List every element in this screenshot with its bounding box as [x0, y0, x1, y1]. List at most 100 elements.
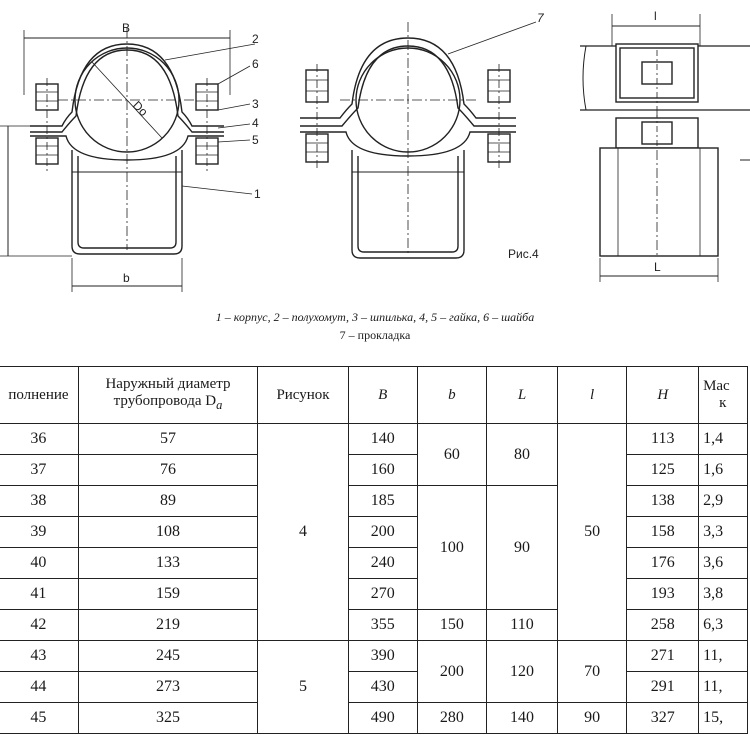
cell-H: 125 [626, 454, 700, 486]
cell-variant: 41 [0, 578, 79, 610]
table-row: 37 76 160 125 1,6 [0, 454, 748, 486]
callout-5: 5 [252, 133, 259, 147]
table-row: 42 219 355 150 110 258 6,3 [0, 609, 748, 641]
cell-figure: 4 [257, 423, 349, 641]
cell-b: 200 [416, 640, 488, 703]
table-row: 41 159 270 193 3,8 [0, 578, 748, 610]
cell-B: 200 [347, 516, 418, 548]
header-variant: полнение [0, 366, 79, 424]
cell-diameter: 133 [77, 547, 259, 579]
legend-caption: 1 – корпус, 2 – полухомут, 3 – шпилька, … [215, 310, 535, 324]
cell-mass: 15, [698, 702, 748, 734]
cell-H: 271 [626, 640, 700, 672]
header-diameter-line2: трубопровода D [113, 393, 217, 409]
cell-mass: 3,8 [698, 578, 748, 610]
cell-H: 158 [626, 516, 700, 548]
cell-diameter: 159 [77, 578, 259, 610]
cell-B: 490 [347, 702, 418, 734]
cell-L: 90 [486, 485, 558, 610]
cell-l: 50 [556, 423, 628, 641]
cell-L: 110 [486, 609, 558, 641]
header-L: L [486, 366, 558, 424]
cell-mass: 11, [698, 640, 748, 672]
dim-B-label: B [122, 21, 130, 35]
cell-diameter: 273 [77, 671, 259, 703]
dim-Do-label: Do [130, 98, 151, 119]
callout-3: 3 [252, 97, 259, 111]
callout-2: 2 [252, 32, 259, 46]
cell-B: 160 [347, 454, 418, 486]
cell-variant: 45 [0, 702, 79, 734]
technical-drawing: B Do [0, 9, 750, 292]
figure-3-side-view: l L [580, 9, 750, 282]
header-figure: Рисунок [257, 366, 349, 424]
cell-diameter: 325 [77, 702, 259, 734]
cell-b: 280 [416, 702, 488, 734]
cell-mass: 2,9 [698, 485, 748, 517]
cell-variant: 37 [0, 454, 79, 486]
cell-mass: 1,6 [698, 454, 748, 486]
header-l: l [556, 366, 628, 424]
cell-mass: 3,6 [698, 547, 748, 579]
cell-B: 430 [347, 671, 418, 703]
table-row: 38 89 185 100 90 138 2,9 [0, 485, 748, 610]
header-mass: Мас к [698, 366, 748, 424]
cell-diameter: 108 [77, 516, 259, 548]
callout-6: 6 [252, 57, 259, 71]
cell-b: 150 [416, 609, 488, 641]
header-mass-line2: к [719, 395, 727, 411]
cell-diameter: 219 [77, 609, 259, 641]
cell-variant: 43 [0, 640, 79, 672]
cell-mass: 11, [698, 671, 748, 703]
cell-B: 270 [347, 578, 418, 610]
cell-diameter: 89 [77, 485, 259, 517]
figure-label: Рис.4 [508, 247, 539, 261]
cell-variant: 42 [0, 609, 79, 641]
cell-variant: 38 [0, 485, 79, 517]
cell-figure: 5 [257, 640, 349, 734]
cell-mass: 1,4 [698, 423, 748, 455]
cell-variant: 44 [0, 671, 79, 703]
cell-H: 113 [626, 423, 700, 455]
cell-B: 355 [347, 609, 418, 641]
header-diameter-sub: a [216, 398, 223, 412]
cell-B: 390 [347, 640, 418, 672]
header-diameter-line1: Наружный диаметр [105, 376, 231, 392]
cell-L: 80 [486, 423, 558, 486]
cell-b: 60 [416, 423, 488, 486]
cell-diameter: 57 [77, 423, 259, 455]
cell-variant: 40 [0, 547, 79, 579]
cell-l: 90 [556, 702, 628, 734]
table-row: 36 57 4 140 60 80 50 113 1,4 [0, 423, 748, 641]
dim-l-label: l [654, 9, 657, 23]
table-row: 45 325 490 280 140 90 327 15, [0, 702, 748, 734]
cell-H: 193 [626, 578, 700, 610]
cell-H: 327 [626, 702, 700, 734]
cell-B: 140 [347, 423, 418, 455]
table-header-row: полнение Наружный диаметр трубопровода D… [0, 366, 748, 424]
figure-1-clamp: B Do [0, 21, 261, 292]
cell-B: 185 [347, 485, 418, 517]
header-diameter: Наружный диаметр трубопровода Da [77, 366, 259, 424]
header-b: b [416, 366, 488, 424]
header-B: B [347, 366, 418, 424]
cell-l: 70 [556, 640, 628, 703]
cell-H: 291 [626, 671, 700, 703]
cell-variant: 39 [0, 516, 79, 548]
legend-caption-2: 7 – прокладка [339, 328, 411, 342]
header-H: H [626, 366, 700, 424]
dim-L-label: L [654, 260, 661, 274]
table-row: 43 245 5 390 200 120 70 271 11, [0, 640, 748, 734]
figure-2-clamp-with-gasket: 7 [300, 11, 545, 259]
header-mass-line1: Мас [703, 378, 730, 394]
cell-mass: 3,3 [698, 516, 748, 548]
callout-1: 1 [254, 187, 261, 201]
table-row: 44 273 430 291 11, [0, 671, 748, 703]
cell-diameter: 245 [77, 640, 259, 672]
cell-H: 138 [626, 485, 700, 517]
table-row: 40 133 240 176 3,6 [0, 547, 748, 579]
cell-H: 176 [626, 547, 700, 579]
cell-variant: 36 [0, 423, 79, 455]
cell-diameter: 76 [77, 454, 259, 486]
callout-7: 7 [537, 11, 545, 25]
